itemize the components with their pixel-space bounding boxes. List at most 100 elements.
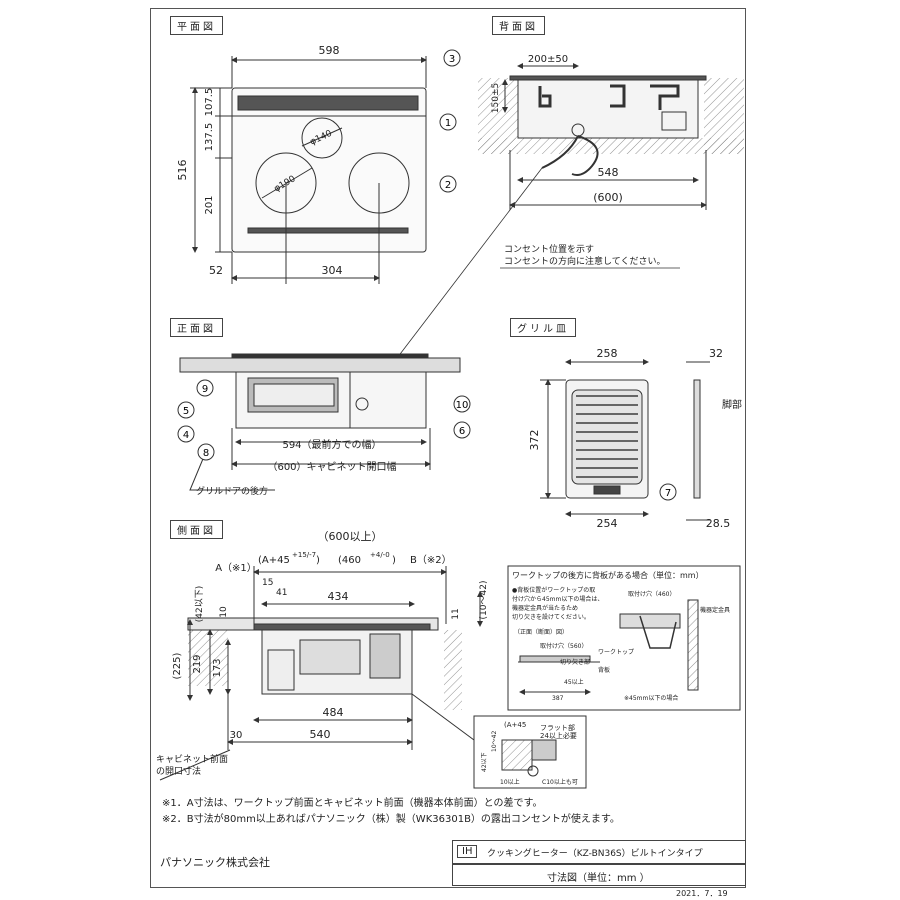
- note-1: ※1．A寸法は、ワークトップ前面とキャビネット前面（機器本体前面）との差です。: [162, 796, 542, 809]
- callout-number: 7: [665, 488, 671, 499]
- callout-number: 8: [203, 448, 209, 459]
- doc-title: 寸法図（単位：mm ）: [547, 873, 650, 884]
- grill-side-w: 32: [709, 347, 723, 360]
- drawing-sheet: [150, 8, 746, 888]
- inset-note-3: 機器定金具が当たるため: [512, 604, 578, 612]
- label-grill: グリル皿: [510, 318, 576, 337]
- grill-top-w: 258: [597, 347, 618, 360]
- side-a: A（※1）: [215, 562, 257, 574]
- outlet-note-1: コンセント位置を示す: [504, 243, 594, 255]
- back-top-dim: 200±50: [528, 54, 568, 65]
- detail-c10: C10以上も可: [542, 778, 578, 786]
- plan-d2: 137.5: [204, 123, 215, 152]
- side-view: [159, 566, 483, 781]
- flat-detail: [473, 715, 587, 789]
- callout-circle: [177, 401, 195, 419]
- label-plan: 平面図: [170, 16, 223, 35]
- label-back: 背面図: [492, 16, 545, 35]
- front-width-2: （600）キャビネット開口幅: [267, 460, 396, 473]
- callout-circle: [177, 425, 195, 443]
- grill-height: 372: [528, 430, 541, 451]
- grill-view: [540, 359, 710, 521]
- back-bottom-dim: 548: [598, 166, 619, 179]
- grill-foot: 脚部: [722, 398, 742, 411]
- title-product-box: IH クッキングヒーター（KZ-BN36S）ビルトインタイプ: [452, 840, 746, 864]
- callout-circle: [659, 483, 677, 501]
- side-d11: 11: [451, 608, 461, 619]
- product-title: クッキングヒーター（KZ-BN36S）ビルトインタイプ: [487, 849, 703, 859]
- side-d30: 30: [230, 730, 243, 741]
- inset-title: ワークトップの後方に背板がある場合（単位：mm）: [512, 570, 704, 580]
- grill-door-note: グリルドアの後方: [196, 485, 268, 497]
- callout-circle: [453, 395, 471, 413]
- plan-bottom-left: 52: [209, 264, 223, 277]
- doc-date: 2021．7．19: [676, 889, 728, 898]
- front-width-1: 594（最前方での幅）: [282, 438, 381, 451]
- callout-number: 4: [183, 430, 189, 441]
- detail-d10: 10以上: [500, 778, 520, 786]
- inset-note-4: 切り欠きを設けてください。: [512, 613, 590, 621]
- callout-circle: [443, 49, 461, 67]
- inset-d560: 取付け穴（560）: [540, 642, 587, 650]
- side-a-close: ): [316, 555, 320, 566]
- side-d434: 434: [328, 590, 349, 603]
- back-view: [478, 63, 744, 210]
- detail-a45: (A+45: [504, 721, 526, 729]
- callout-circle: [196, 379, 214, 397]
- outlet-note-2: コンセントの方向に注意してください。: [504, 255, 665, 267]
- inset-bracket: 機器定金具: [700, 606, 730, 614]
- plan-vent-grille: [237, 95, 419, 111]
- callout-circle: [439, 175, 457, 193]
- back-bottom2-dim: (600): [593, 191, 623, 204]
- side-top: （600以上）: [318, 530, 383, 543]
- side-d484: 484: [323, 706, 344, 719]
- callout-number: 2: [445, 180, 451, 191]
- side-d225: (225): [172, 652, 183, 679]
- side-d10: 10: [219, 606, 229, 618]
- side-a-tol: +15/-7: [292, 551, 316, 559]
- side-a-expr: (A+45: [258, 555, 290, 566]
- side-d173: 173: [212, 658, 223, 677]
- inset-d45: 45以上: [564, 678, 584, 686]
- side-mid-tol: +4/-0: [370, 551, 390, 559]
- side-d219: 219: [192, 654, 203, 673]
- callout-number: 6: [459, 426, 465, 437]
- inset-note-1: ●背板位置がワークトップの取: [512, 586, 595, 594]
- callout-number: 10: [456, 400, 469, 411]
- note-2: ※2．B寸法が80mm以上あればパナソニック（株）製（WK36301B）の露出コ…: [162, 812, 620, 825]
- side-d540: 540: [310, 728, 331, 741]
- side-d42: (42以下): [195, 586, 205, 622]
- title-doc-box: 寸法図（単位：mm ）: [452, 864, 746, 886]
- plan-depth: 516: [176, 160, 189, 181]
- back-left-dim: 150±5: [491, 83, 501, 113]
- front-view: [179, 353, 461, 491]
- callout-number: 3: [449, 54, 455, 65]
- label-front: 正面図: [170, 318, 223, 337]
- grill-bottom-w: 254: [597, 517, 618, 530]
- side-b: B（※2）: [410, 554, 452, 566]
- ih-badge: IH: [457, 845, 478, 858]
- callout-circle: [197, 443, 215, 461]
- inset-notch: ※45mm以下の場合: [624, 694, 678, 702]
- inset-section: （正面（断面）図）: [514, 628, 568, 636]
- company-name: パナソニック株式会社: [160, 856, 270, 869]
- callout-circle: [439, 113, 457, 131]
- detail-flat: フラット部: [540, 723, 575, 732]
- inset-d460: 取付け穴（460）: [628, 590, 675, 598]
- detail-d42: 42以下: [481, 752, 488, 772]
- control-strip: [247, 227, 409, 234]
- cab-note-1: キャビネット前面: [156, 753, 228, 765]
- inset-back: 背板: [598, 666, 610, 674]
- side-mid-close: ): [392, 555, 396, 566]
- detail-d10-42: 10〜42: [491, 731, 498, 752]
- inset-worktop: ワークトップ: [598, 649, 634, 656]
- plan-bottom-mid: 304: [322, 264, 343, 277]
- grill-side-bottom: 28.5: [706, 517, 731, 530]
- worktop-inset: [507, 565, 741, 711]
- cab-note-2: の開口寸法: [156, 765, 201, 777]
- label-side: 側面図: [170, 520, 223, 539]
- detail-flat2: 24以上必要: [540, 731, 577, 740]
- inset-cut: 切り欠き部: [560, 658, 590, 666]
- plan-d1: 107.5: [204, 88, 215, 117]
- side-d10-42: (10〜42): [479, 581, 489, 620]
